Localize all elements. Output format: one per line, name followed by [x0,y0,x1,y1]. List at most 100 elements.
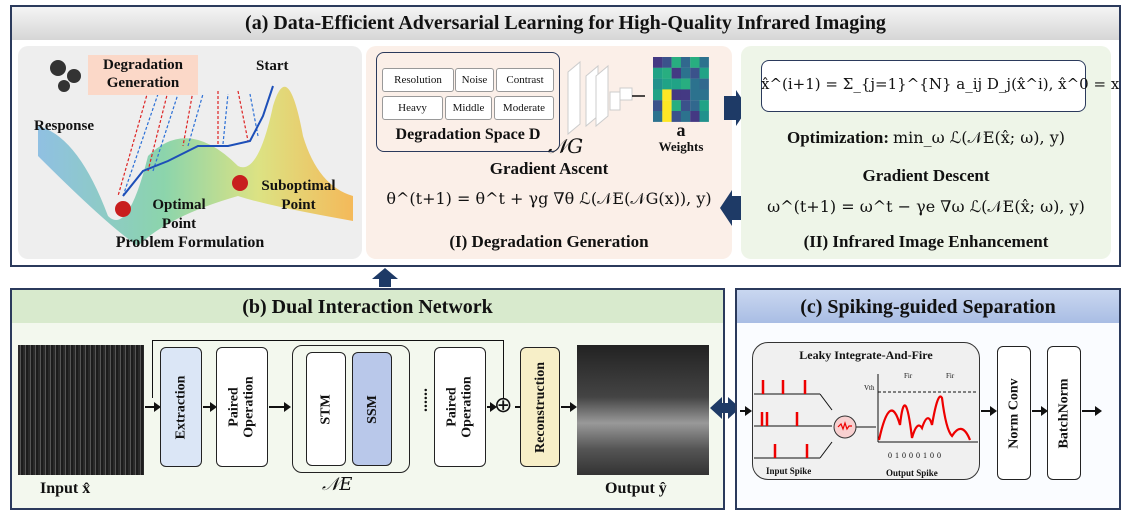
heatmap-cell [662,100,672,112]
gradient-descent-label: Gradient Descent [862,166,990,185]
heatmap-cell [680,111,691,122]
input-label: Input x̂ [40,480,91,497]
cell-middle: Middle [445,96,492,120]
heatmap-cell [671,78,681,90]
neuron-icon [833,415,857,439]
problem-formulation-caption: Problem Formulation [115,234,265,251]
loss-landscape [38,60,353,246]
heatmap-cell [653,67,663,79]
optimization-objective: min_ω ℒ(𝒩E(x̂; ω), y) [893,128,1065,147]
enhancement-network-group [292,345,410,473]
lif-label: Leaky Integrate-And-Fire [799,348,933,362]
infrared-enhancement-caption: (II) Infrared Image Enhancement [803,232,1049,251]
arrow [981,406,997,416]
arrow [145,402,161,412]
arrow [269,402,291,412]
add-icon: ⊕ [494,392,513,417]
arrow [487,402,497,412]
section-b-header [12,290,723,323]
lif-block [752,342,980,480]
vth-label: Vth [864,384,875,392]
heatmap-cell [690,67,700,79]
reconstruction-label: Reconstruction [532,361,548,453]
weights-heatmap [653,57,709,122]
stm-label: STM [318,393,334,425]
heatmap-cell [699,57,709,68]
heatmap-cell [671,57,681,68]
fire-label-2: Fir [946,372,955,380]
arrow [561,402,577,412]
start-label: Start [256,58,289,74]
heatmap-cell [680,67,691,79]
heatmap-cell [653,111,663,122]
heatmap-cell [690,89,700,101]
heatmap-cell [671,111,681,122]
degradation-generation-panel: Resolution Noise Contrast Heavy Middle M… [366,46,732,259]
heatmap-cell [662,78,672,90]
stm-block[interactable]: STM [306,352,346,466]
heatmap-cell [690,111,700,122]
batchnorm-block[interactable]: BatchNorm [1047,346,1081,480]
degradation-space-box [376,52,560,152]
heatmap-cell [662,67,672,79]
suboptimal-point-label: Suboptimal Point [261,178,336,213]
degradation-generation-caption: (I) Degradation Generation [449,232,649,251]
cell-contrast: Contrast [496,68,554,92]
batchnorm-label: BatchNorm [1056,378,1072,448]
output-bits: 0 1 0 0 0 1 0 0 [888,451,941,460]
extraction-block[interactable]: Extraction [160,347,202,467]
heatmap-cell [699,111,709,122]
section-c-title: (c) Spiking-guided Separation [800,296,1056,318]
heatmap-cell [680,57,691,68]
heatmap-cell [690,78,700,90]
double-arrow-icon [710,397,740,419]
lif-plot [754,374,978,459]
heatmap-cell [671,100,681,112]
degradation-generation-box [88,55,198,95]
ssm-block[interactable]: SSM [352,352,392,466]
arrow [740,406,752,416]
output-image [577,345,709,475]
weights-symbol: a [676,120,686,140]
heatmap-cell [690,57,700,68]
heatmap-cell [680,78,691,90]
weights-label: Weights [658,139,704,154]
heatmap-cell [680,100,691,112]
cell-moderate: Moderate [494,96,554,120]
heatmap-cell [662,89,672,101]
heatmap-cell [671,89,681,101]
heatmap-cell [653,100,663,112]
output-spike-label: Output Spike [886,468,938,478]
composition-equation: x̂^(i+1) = Σ_{j=1}^{N} a_ij D_j(x̂^i), x… [761,75,1120,93]
input-image [18,345,144,475]
heatmap-cell [699,78,709,90]
heatmap-cell [653,57,663,68]
norm-conv-block[interactable]: Norm Conv [997,346,1031,480]
norm-conv-label: Norm Conv [1006,377,1022,449]
paired-operation-block-1[interactable]: Paired Operation [216,347,268,467]
heatmap-cell [653,89,663,101]
generator-network-label: 𝒩G [548,134,584,158]
heatmap-cell [662,57,672,68]
optimization-label: Optimization: [787,128,889,147]
cell-heavy: Heavy [382,96,443,120]
section-a-title: (a) Data-Efficient Adversarial Learning … [245,12,886,34]
arrow-left-icon [720,190,744,226]
generator-network-icon [567,60,645,136]
reconstruction-block[interactable]: Reconstruction [520,347,560,467]
heatmap-cell [671,67,681,79]
output-label: Output ŷ [605,480,667,497]
heatmap-cell [680,89,691,101]
heatmap-cell [690,100,700,112]
heatmap-cell [699,100,709,112]
arrow-up-icon [372,268,398,287]
gradient-ascent-label: Gradient Ascent [489,159,609,178]
paired-operation-block-2[interactable]: Paired Operation [434,347,486,467]
arrow [1082,406,1102,416]
heatmap-cell [699,67,709,79]
fire-label-1: Fir [904,372,913,380]
arrow [203,402,217,412]
arrow [1032,406,1048,416]
gears-icon [50,60,81,92]
section-c-header [737,290,1119,323]
